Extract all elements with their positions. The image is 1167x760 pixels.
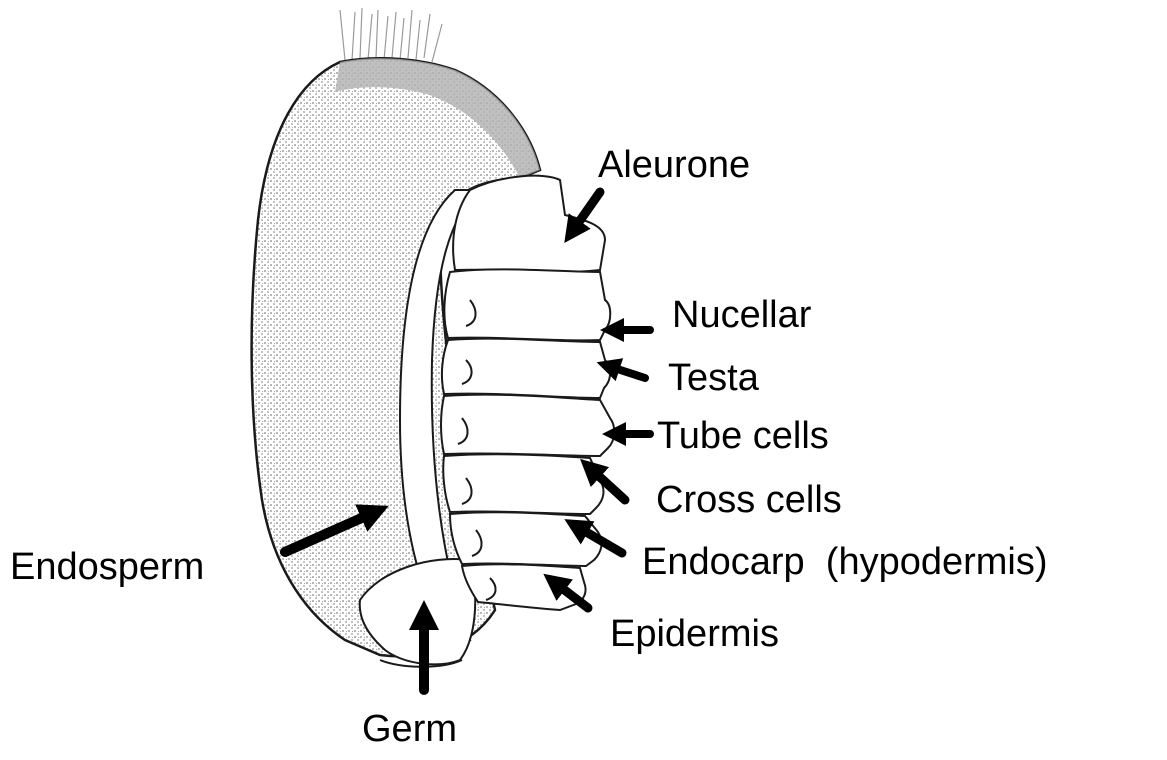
label-epidermis: Epidermis: [610, 615, 779, 653]
label-cross-cells: Cross cells: [656, 481, 842, 519]
label-tube-cells: Tube cells: [657, 417, 829, 455]
label-germ: Germ: [362, 710, 457, 748]
brush-hairs: [340, 8, 442, 62]
label-nucellar: Nucellar: [672, 296, 811, 334]
arrow-testa: [608, 366, 645, 378]
label-testa: Testa: [668, 359, 759, 397]
bran-layers: [441, 176, 614, 610]
label-aleurone: Aleurone: [598, 146, 750, 184]
label-endocarp: Endocarp (hypodermis): [642, 543, 1048, 581]
label-endosperm: Endosperm: [10, 548, 204, 586]
